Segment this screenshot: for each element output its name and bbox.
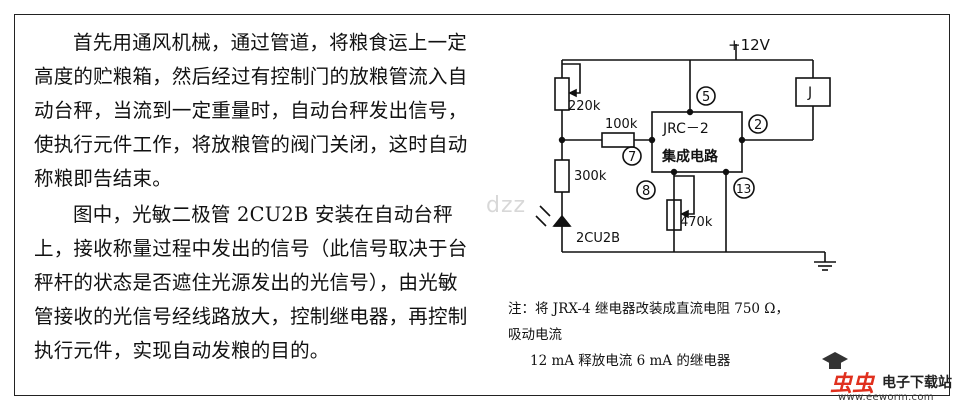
- ic-name: JRC－2: [662, 121, 709, 137]
- note-line-2: 12 mA 释放电流 6 mA 的继电器: [530, 353, 731, 369]
- pot-arrow: [680, 209, 689, 219]
- light-ray: [539, 205, 551, 217]
- pin-2-label: 2: [754, 118, 762, 133]
- resistor-220k: [554, 77, 570, 111]
- paragraph-2: 图中，光敏二极管 2CU2B 安装在自动台秤上，接收称量过程中发出的信号（此信号…: [34, 203, 468, 362]
- figure-frame: [14, 14, 950, 396]
- pot-arrow: [568, 88, 577, 98]
- label-100k: 100k: [605, 117, 638, 132]
- brand-text: 电子下载站: [882, 375, 952, 391]
- resistor-100k: [601, 132, 635, 148]
- label-220k: 220k: [568, 99, 601, 114]
- pin-13-label: 13: [736, 182, 751, 196]
- brand-url: www.eeworm.com: [838, 392, 934, 403]
- circuit-diagram: +12V 220k 100k 300k 2CU2B JRC－2 集成电路 5 7…: [535, 36, 836, 271]
- pot-wiper: [674, 175, 695, 215]
- label-470k: 470k: [680, 215, 713, 230]
- note-text: 注：将 JRX-4 继电器改装成直流电阻 750 Ω，吸动电流 12 mA 释放…: [508, 296, 798, 374]
- pin-2-marker: [748, 114, 768, 134]
- pin-8-marker: [636, 180, 656, 200]
- relay-label: J: [807, 85, 812, 101]
- supply-label: +12V: [728, 36, 771, 54]
- pin-7-marker: [622, 146, 642, 166]
- site-logo: 虫虫 电子下载站 www.eeworm.com: [808, 348, 958, 406]
- pin-8-label: 8: [642, 184, 650, 199]
- pin-dot: [738, 136, 746, 144]
- resistor-470k: [666, 199, 682, 231]
- label-2cu2b: 2CU2B: [576, 231, 620, 246]
- diode-triangle: [552, 214, 572, 227]
- graduation-cap-icon: [822, 352, 848, 369]
- paragraph-1: 首先用通风机械，通过管道，将粮食运上一定高度的贮粮箱，然后经过有控制门的放粮管流…: [34, 31, 468, 190]
- relay-j: [795, 77, 831, 107]
- light-ray: [535, 215, 547, 227]
- ic-desc: 集成电路: [661, 148, 719, 165]
- pin-dot: [722, 168, 730, 176]
- resistor-300k: [554, 159, 570, 193]
- note-line-1: 注：将 JRX-4 继电器改装成直流电阻 750 Ω，吸动电流: [508, 301, 789, 343]
- pin-dot: [648, 136, 656, 144]
- pin-7-label: 7: [628, 150, 636, 165]
- pin-dot: [686, 108, 694, 116]
- pin-5-label: 5: [702, 90, 710, 105]
- description-text: 首先用通风机械，通过管道，将粮食运上一定高度的贮粮箱，然后经过有控制门的放粮管流…: [34, 26, 474, 368]
- pin-5-marker: [696, 86, 716, 106]
- brand-mark: 虫虫: [830, 372, 875, 397]
- watermark-text: dzz: [486, 193, 527, 218]
- label-300k: 300k: [574, 169, 607, 184]
- pin-dot: [670, 168, 678, 176]
- pin-13-marker: [733, 177, 755, 199]
